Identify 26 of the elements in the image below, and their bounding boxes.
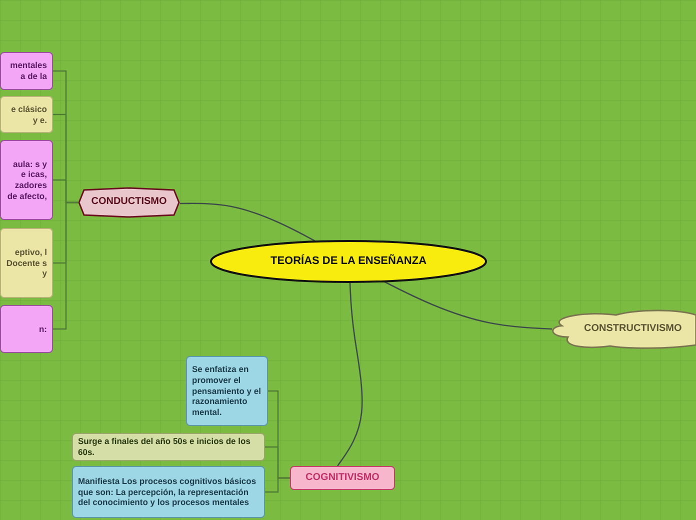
topic-label: TEORÍAS DE LA ENSEÑANZA xyxy=(270,254,427,268)
note-box xyxy=(0,52,53,90)
note-box xyxy=(72,466,265,518)
note-box xyxy=(0,140,53,220)
connector-curve xyxy=(180,202,316,242)
note-text: Se enfatiza en promover el pensamiento y el razonamiento mental. xyxy=(192,364,262,418)
note-text: e clásico y e. xyxy=(10,104,47,126)
note-box xyxy=(186,356,268,426)
note-box xyxy=(72,433,265,461)
note-box xyxy=(0,96,53,133)
note-text: Manifiesta Los procesos cognitivos básicos que son: La percepción, la representación del conocimiento y los procesos mentales xyxy=(78,476,258,508)
topic-label: CONSTRUCTIVISMO xyxy=(584,322,682,336)
bracket-connector xyxy=(265,477,290,493)
note-text: eptivo, l Docente s y xyxy=(6,247,47,279)
note-box xyxy=(0,228,53,298)
topic-label: COGNITIVISMO xyxy=(306,472,380,484)
bracket-connector xyxy=(53,202,78,330)
connector-curve xyxy=(382,280,552,330)
note-text: aula: s y e icas, zadores de afecto, xyxy=(6,158,47,202)
topic-label: CONDUCTISMO xyxy=(91,196,167,209)
topic-box xyxy=(290,466,395,490)
note-text: n: xyxy=(38,324,47,334)
note-box xyxy=(0,305,53,353)
note-text: mentales a de la xyxy=(9,60,47,82)
connector-curve xyxy=(336,282,363,466)
note-text: Surge a finales del año 50s e inicios de los 60s. xyxy=(78,436,252,458)
